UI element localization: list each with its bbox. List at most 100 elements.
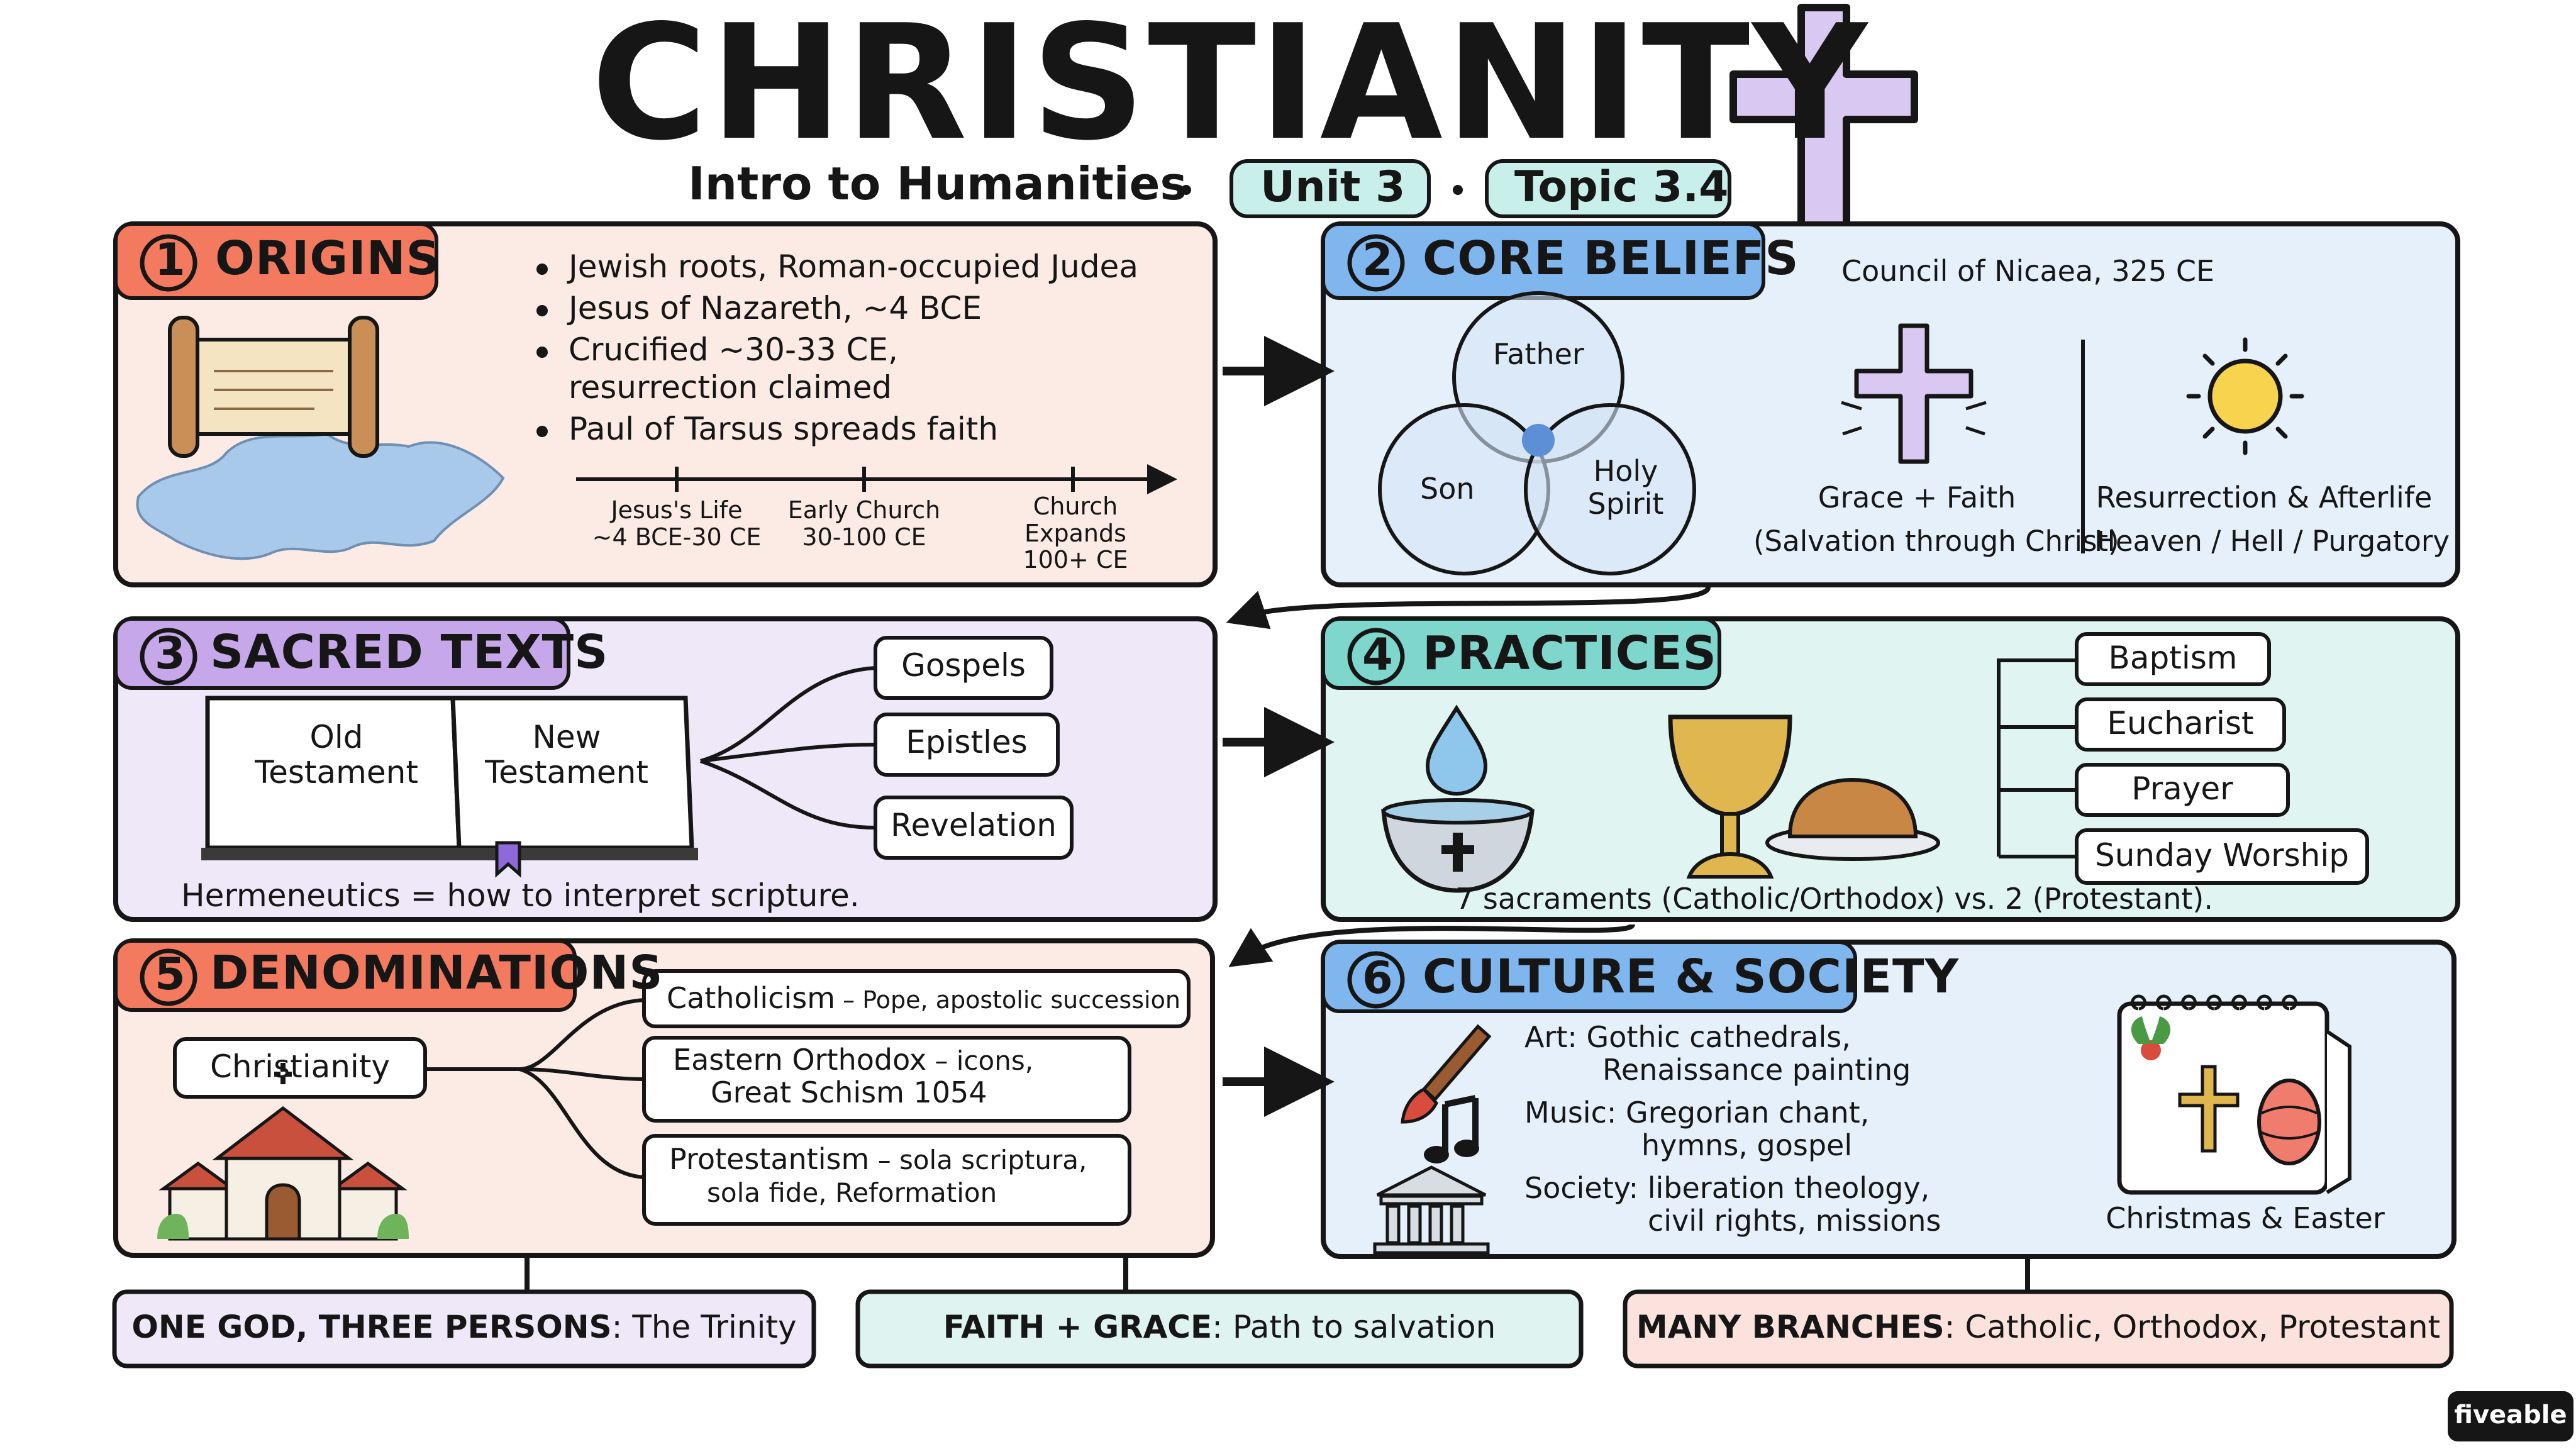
- brand-badge: [2448, 1391, 2573, 1441]
- scroll-left-rod: [168, 316, 199, 458]
- baptism-label: Baptism: [2108, 640, 2238, 676]
- society-label: Society: liberation theology, civil righ…: [1524, 1171, 1941, 1238]
- calendar-icon: [2117, 994, 2351, 1195]
- texts-title: SACRED TEXTS: [210, 625, 609, 679]
- texts-connector: [700, 743, 876, 763]
- protestantism-box: [642, 1134, 1131, 1226]
- origins-title: ORIGINS: [215, 231, 440, 286]
- practices-title: PRACTICES: [1423, 626, 1717, 680]
- music-note-icon: [1424, 1095, 1479, 1163]
- trinity-son-label: Son: [1420, 472, 1475, 506]
- gospels-box: [874, 636, 1053, 700]
- culture-title: CULTURE & SOCIETY: [1423, 950, 1960, 1004]
- sacraments-note: 7 sacraments (Catholic/Orthodox) vs. 2 (…: [1455, 882, 2213, 916]
- catholicism-box: [642, 969, 1191, 1028]
- origins-bullet: Jesus of Nazareth, ~4 BCE: [569, 290, 982, 326]
- grace-subtitle: (Salvation through Christ): [1753, 525, 2119, 558]
- orthodox-label: Eastern Orthodox – icons, Great Schism 1…: [673, 1043, 1034, 1109]
- epistles-label: Epistles: [906, 724, 1028, 760]
- origins-number: 1: [155, 234, 186, 286]
- denominations-tab: [114, 939, 577, 1012]
- origins-bullet: Jewish roots, Roman-occupied Judea: [569, 248, 1138, 285]
- bullet: [536, 426, 548, 437]
- prayer-label: Prayer: [2131, 770, 2233, 807]
- practices-number: 4: [1362, 629, 1393, 680]
- columned-building-icon: [1373, 1165, 1490, 1255]
- origins-bullet: Paul of Tarsus spreads faith: [569, 411, 999, 447]
- arrow-beliefs-to-texts: [1226, 586, 1711, 630]
- mediterranean-map-icon: [136, 432, 505, 560]
- footer-faith-box: [855, 1289, 1584, 1368]
- sunday-worship-box: [2075, 828, 2369, 885]
- origins-bullet: Crucified ~30-33 CE,: [569, 331, 898, 368]
- music-label: Music: Gregorian chant, hymns, gospel: [1524, 1096, 1870, 1162]
- epistles-box: [874, 713, 1060, 777]
- calendar-cross-icon: [2178, 1065, 2240, 1153]
- timeline-label-jesus: Jesus's Life~4 BCE-30 CE: [592, 496, 762, 551]
- trinity-father-label: Father: [1493, 337, 1584, 371]
- practices-number-badge: [1347, 628, 1405, 686]
- header-dot: [1453, 185, 1463, 195]
- church-icon: [157, 1063, 409, 1241]
- bullet: [536, 347, 548, 358]
- denominations-number-badge: [140, 948, 197, 1006]
- unit-pill-label: Unit 3: [1260, 162, 1406, 212]
- footer-branches-box: [1623, 1289, 2454, 1368]
- topic-pill: [1485, 159, 1731, 218]
- holidays-label: Christmas & Easter: [2106, 1201, 2385, 1235]
- eucharist-label: Eucharist: [2107, 705, 2254, 741]
- council-label: Council of Nicaea, 325 CE: [1841, 254, 2215, 288]
- denominations-title: DENOMINATIONS: [210, 946, 663, 1000]
- footer-branches-label: MANY BRANCHES: Catholic, Orthodox, Prote…: [1636, 1309, 2441, 1345]
- hermeneutics-note: Hermeneutics = how to interpret scriptur…: [181, 877, 860, 914]
- beliefs-number: 2: [1362, 234, 1393, 286]
- scroll-icon: [187, 338, 360, 436]
- culture-number: 6: [1362, 952, 1393, 1004]
- texts-number: 3: [155, 628, 186, 679]
- culture-tab: [1321, 940, 1857, 1013]
- texts-connector: [700, 666, 876, 763]
- christianity-root-label: Christianity: [209, 1048, 390, 1085]
- origins-bullet-continued: resurrection claimed: [569, 369, 892, 406]
- bullet: [536, 264, 548, 275]
- page-title: CHRISTIANITY: [591, 0, 1870, 175]
- revelation-label: Revelation: [891, 807, 1057, 843]
- header-dot: [1181, 185, 1191, 195]
- water-drop-icon: [1425, 704, 1488, 796]
- beliefs-title: CORE BELIEFS: [1423, 231, 1799, 286]
- baptism-box: [2075, 632, 2271, 686]
- resurrection-subtitle: Heaven / Hell / Purgatory: [2094, 525, 2450, 558]
- art-label: Art: Gothic cathedrals, Renaissance pain…: [1524, 1020, 1911, 1087]
- eucharist-box: [2075, 697, 2286, 752]
- texts-connector: [700, 759, 876, 830]
- protestantism-label: Protestantism – sola scriptura, sola fid…: [669, 1142, 1087, 1208]
- sun-icon: [2207, 358, 2283, 434]
- footer-faith-label: FAITH + GRACE: Path to salvation: [943, 1309, 1496, 1345]
- scroll-right-rod: [348, 316, 379, 458]
- arrow-practices-to-denominations: [1228, 923, 1635, 967]
- prayer-box: [2075, 763, 2290, 817]
- practices-tab: [1321, 617, 1721, 690]
- footer-trinity-label: ONE GOD, THREE PERSONS: The Trinity: [131, 1309, 797, 1345]
- trinity-center: [1522, 424, 1555, 457]
- catholicism-label: Catholicism – Pope, apostolic succession: [667, 981, 1180, 1015]
- trinity-spirit-circle: [1524, 403, 1696, 575]
- denominations-number: 5: [155, 948, 186, 1000]
- bread-icon: [1787, 777, 1918, 838]
- bookmark-icon: [495, 841, 521, 878]
- texts-tab: [114, 617, 570, 690]
- easter-egg-icon: [2257, 1079, 2321, 1165]
- gospels-label: Gospels: [901, 647, 1026, 684]
- bullet: [536, 305, 548, 316]
- origins-number-badge: [140, 234, 197, 292]
- grace-cross-icon: [1854, 323, 1974, 464]
- page-subtitle: Intro to Humanities: [688, 157, 1187, 210]
- beliefs-number-badge: [1347, 234, 1405, 292]
- paintbrush-icon: [1421, 1024, 1492, 1102]
